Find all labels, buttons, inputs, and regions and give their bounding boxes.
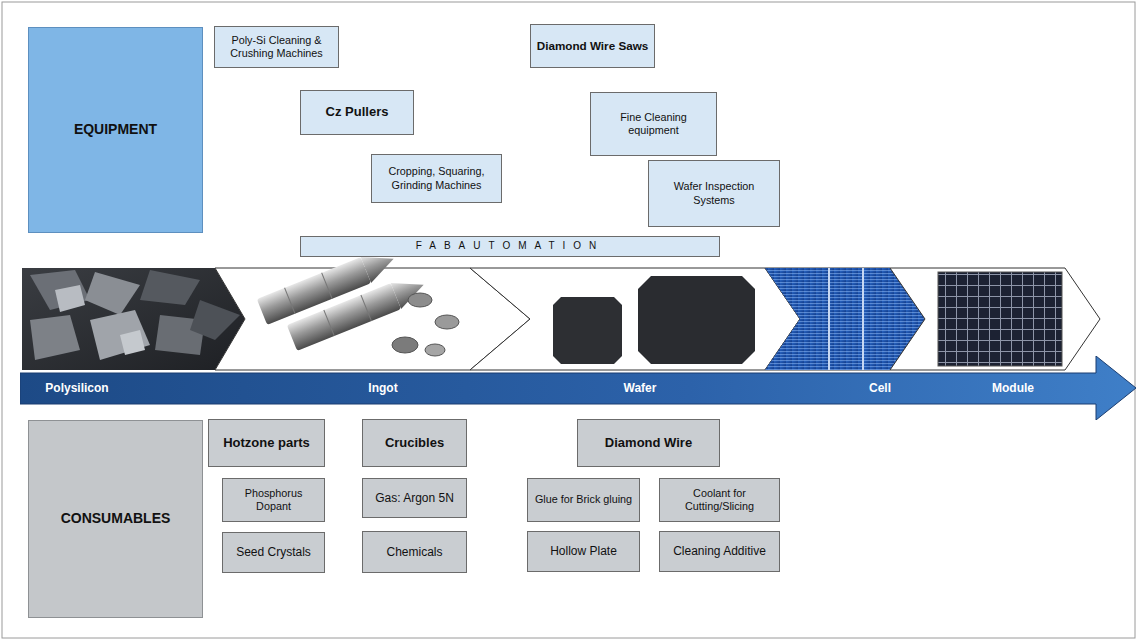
box-label: Poly-Si Cleaning & Crushing Machines <box>215 34 338 61</box>
box-label: Wafer Inspection Systems <box>649 180 779 207</box>
box-label: Crucibles <box>381 435 448 451</box>
equipment-box: Wafer Inspection Systems <box>648 160 780 227</box>
consumable-box: Cleaning Additive <box>659 531 780 572</box>
arrow-shape <box>20 356 1136 420</box>
consumable-box: Glue for Brick gluing <box>527 478 640 522</box>
box-label: Cleaning Additive <box>669 544 770 559</box>
consumable-box: Coolant for Cutting/Slicing <box>659 478 780 522</box>
box-label: Chemicals <box>382 545 446 560</box>
value-chain-arrow: Polysilicon Ingot Wafer Cell Module <box>20 356 1136 420</box>
consumable-box: Seed Crystals <box>222 532 325 573</box>
stage-label: Ingot <box>368 373 397 404</box>
equipment-box: Fine Cleaning equipment <box>590 92 717 156</box>
group-panel: CONSUMABLES <box>28 420 203 618</box>
stage-label: Cell <box>869 373 891 404</box>
box-label: Phosphorus Dopant <box>223 487 324 514</box>
box-label: Coolant for Cutting/Slicing <box>660 487 779 514</box>
consumable-box: Phosphorus Dopant <box>222 478 325 522</box>
consumable-box: Gas: Argon 5N <box>362 478 467 518</box>
stage-label: Module <box>992 373 1034 404</box>
consumable-box: Hollow Plate <box>527 531 640 572</box>
box-label: Fine Cleaning equipment <box>591 111 716 138</box>
box-label: Gas: Argon 5N <box>371 491 458 506</box>
consumable-box: Crucibles <box>362 419 467 467</box>
equipment-box: Cz Pullers <box>300 90 414 135</box>
equipment-box: Poly-Si Cleaning & Crushing Machines <box>214 26 339 68</box>
box-label: Cropping, Squaring, Grinding Machines <box>372 165 501 192</box>
box-label: Diamond Wire <box>601 435 696 451</box>
group-panel: EQUIPMENT <box>28 27 203 233</box>
box-label: Diamond Wire Saws <box>533 39 653 54</box>
box-label: FABAUTOMATION <box>412 240 609 253</box>
box-label: Cz Pullers <box>322 104 393 120</box>
stage-label: Polysilicon <box>45 373 108 404</box>
consumable-box: Diamond Wire <box>577 419 720 467</box>
box-label: Hollow Plate <box>546 544 621 559</box>
box-label: Glue for Brick gluing <box>531 493 636 506</box>
automation-band: FABAUTOMATION <box>300 236 720 257</box>
consumable-box: Chemicals <box>362 531 467 573</box>
equipment-box: Diamond Wire Saws <box>530 24 655 68</box>
box-label: Hotzone parts <box>219 435 314 451</box>
box-label: CONSUMABLES <box>57 510 175 528</box>
box-label: Seed Crystals <box>232 545 315 560</box>
box-label: EQUIPMENT <box>70 121 161 139</box>
stage-label: Wafer <box>624 373 657 404</box>
equipment-box: Cropping, Squaring, Grinding Machines <box>371 154 502 203</box>
consumable-box: Hotzone parts <box>208 419 325 467</box>
